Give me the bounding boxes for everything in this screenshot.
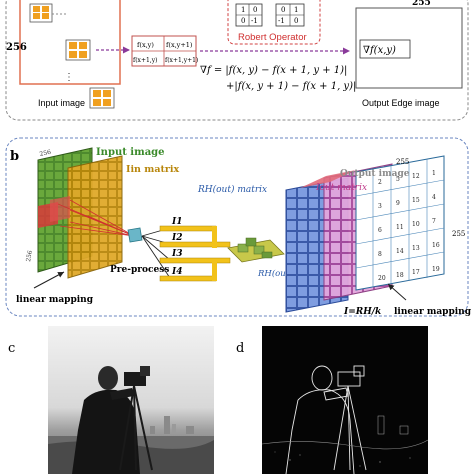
svg-text:16: 16 [432, 242, 440, 249]
equation-label: I=RH/k [343, 307, 381, 317]
iin-matrix-label: Iin matrix [126, 164, 179, 175]
svg-text:19: 19 [432, 266, 440, 273]
panel-b-border [5, 137, 469, 317]
svg-text:3: 3 [378, 203, 382, 210]
dim-255-label: 255 [412, 0, 431, 8]
input-pixel-blocks: ⋮ [29, 3, 115, 109]
svg-text:6: 6 [378, 227, 382, 234]
i4-label: I4 [171, 267, 182, 277]
i3-label: I3 [171, 249, 182, 259]
output-image-title: Output image [340, 169, 410, 179]
panel-b-label: b [10, 149, 19, 164]
robert-operator-box: 1 0 0 -1 0 1 -1 0 Robert Operator [227, 0, 321, 45]
linear-mapping-arrow-left [33, 271, 65, 289]
panel-a: 256 ⋮ Input image f(x,y) f(x,y+1) f(x+1,… [5, 0, 469, 121]
svg-text:12: 12 [412, 173, 420, 180]
convergence-lines [57, 199, 135, 237]
dim-256-top: 256 [39, 149, 52, 158]
f-cell-3: f(x+1,y) [133, 57, 157, 64]
r2-cell-1: 0 [281, 6, 285, 14]
r2-cell-3: -1 [278, 17, 285, 25]
cameraman-photo [48, 326, 214, 474]
linear-mapping-arrow-right [387, 283, 407, 301]
svg-text:9: 9 [396, 200, 400, 207]
f-cell-1: f(x,y) [137, 41, 154, 49]
dim-255-top: 255 [396, 158, 409, 166]
r2-cell-4: 0 [294, 17, 298, 25]
panel-c-label: c [8, 341, 15, 356]
iout-matrix-label: Iout matrix [315, 183, 367, 193]
svg-text:15: 15 [412, 197, 420, 204]
output-white-grid [355, 155, 445, 291]
iin-yellow-grid [67, 155, 123, 279]
svg-text:⋮: ⋮ [64, 72, 74, 83]
output-grid-lines [355, 159, 445, 287]
svg-text:13: 13 [412, 245, 420, 252]
svg-text:5: 5 [396, 176, 400, 183]
input-image-title: Input image [96, 147, 165, 158]
svg-text:18: 18 [396, 272, 404, 279]
edge-detected-photo [261, 326, 429, 474]
r1-cell-3: 0 [241, 17, 245, 25]
output-gradient-symbol: ∇f(x,y) [363, 45, 396, 56]
formula-line-1: ∇f = |f(x, y) − f(x + 1, y + 1)| [200, 65, 347, 76]
formula-line-2: +|f(x, y + 1) − f(x + 1, y)| [226, 81, 356, 92]
f-cell-2: f(x,y+1) [166, 41, 193, 49]
highlight-bar [300, 170, 356, 188]
linear-mapping-right: linear mapping [394, 307, 472, 317]
svg-text:8: 8 [378, 251, 382, 258]
r1-cell-4: -1 [251, 17, 258, 25]
r2-cell-2: 1 [294, 6, 298, 14]
i2-label: I2 [171, 233, 182, 243]
svg-text:1: 1 [432, 170, 436, 177]
pre-process-node [127, 227, 143, 243]
panel-c: c [8, 326, 214, 474]
svg-text:20: 20 [378, 275, 386, 282]
f-matrix: f(x,y) f(x,y+1) f(x+1,y) f(x+1,y+1) [131, 35, 198, 67]
f-cell-4: f(x+1,y+1) [165, 57, 198, 64]
rh-out-small-label: RH(out) [257, 268, 292, 279]
svg-text:4: 4 [432, 194, 436, 201]
crossbar-device [227, 237, 285, 263]
svg-text:17: 17 [412, 269, 420, 276]
input-image-caption: Input image [38, 98, 85, 108]
panel-b: b 256 256 Input image Iin matrix Pre-pro… [5, 137, 472, 317]
dim-255-side: 255 [452, 230, 465, 238]
pre-process-label: Pre-process [110, 265, 169, 275]
svg-text:14: 14 [396, 248, 404, 255]
r1-cell-1: 1 [241, 6, 245, 14]
robert-matrix-2: 0 1 -1 0 [275, 3, 305, 27]
svg-text:7: 7 [432, 218, 436, 225]
svg-text:10: 10 [412, 221, 420, 228]
i1-label: I1 [171, 217, 182, 227]
current-bars [159, 225, 231, 282]
robert-operator-label: Robert Operator [238, 32, 307, 43]
dim-256-side: 256 [25, 250, 34, 263]
output-gradient-cell [359, 39, 411, 59]
svg-text:11: 11 [396, 224, 404, 231]
panel-d-label: d [236, 341, 244, 356]
rh-matrix-label: RH(out) matrix [197, 184, 267, 195]
svg-text:2: 2 [378, 179, 382, 186]
r1-cell-2: 0 [253, 6, 257, 14]
output-image-caption: Output Edge image [362, 98, 440, 108]
robert-matrix-1: 1 0 0 -1 [235, 3, 263, 27]
linear-mapping-left: linear mapping [16, 295, 94, 305]
panel-d: d [236, 326, 429, 474]
dim-256-label: 256 [6, 42, 27, 53]
output-grid-numbers: 2 5 12 1 3 9 15 4 6 11 10 7 8 14 13 16 2… [378, 170, 440, 282]
